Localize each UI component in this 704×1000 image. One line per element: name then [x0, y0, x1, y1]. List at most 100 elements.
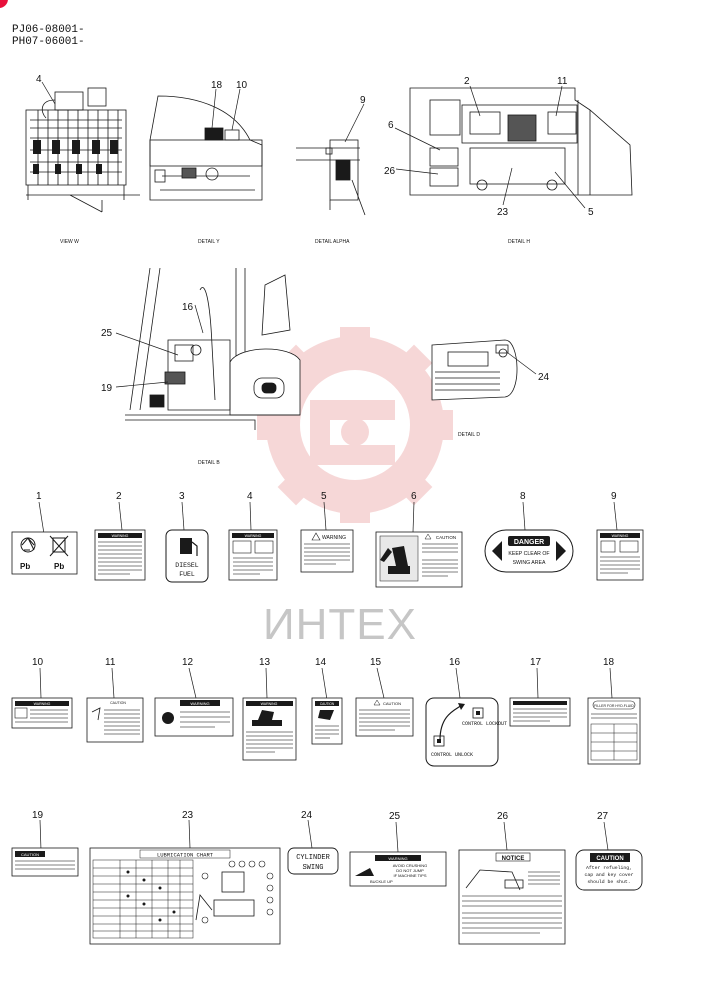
excavator-icon	[380, 546, 410, 574]
label-detail-y: DETAIL Y	[198, 239, 220, 245]
should-be-shut-text: should be shut.	[587, 879, 630, 885]
leader-part-25	[395, 821, 399, 853]
detail-b-operator-cab	[125, 267, 301, 430]
decal-9-heading: WARNING	[612, 534, 629, 538]
leader-6	[394, 127, 441, 151]
part-number-17: 17	[530, 657, 542, 668]
leader-part-26	[503, 821, 508, 851]
decal-2-warning: WARNING	[94, 529, 146, 581]
leader-23	[502, 167, 513, 206]
leader-5	[554, 171, 586, 209]
leader-part-3	[181, 501, 185, 531]
part-number-8: 8	[520, 491, 526, 502]
callout-2: 2	[464, 76, 470, 87]
decal-3-diesel-fuel: DIESEL FUEL	[165, 529, 209, 583]
diesel-label: DIESEL	[175, 562, 199, 569]
leader-19	[115, 381, 169, 388]
unlock-icon	[433, 735, 445, 747]
part-number-16: 16	[449, 657, 461, 668]
tipover-icon	[355, 868, 374, 876]
part-number-25: 25	[389, 811, 401, 822]
decal-1-recycle: Pb Pb	[11, 531, 78, 575]
decal-26-notice: NOTICE	[458, 849, 566, 945]
crossed-bin-icon	[49, 535, 69, 557]
cylinder-label: CYLINDER	[296, 854, 330, 862]
part-number-5: 5	[321, 491, 327, 502]
after-refueling-text: After refueling,	[586, 865, 632, 871]
part-number-27: 27	[597, 811, 609, 822]
label-detail-alpha: DETAIL ALPHA	[315, 239, 350, 245]
part-number-10: 10	[32, 657, 44, 668]
label-detail-d: DETAIL D	[458, 432, 480, 438]
leader-part-4	[249, 501, 252, 531]
part-number-12: 12	[182, 657, 194, 668]
decal-12-heading: WARNING	[190, 701, 209, 706]
leader-part-11	[111, 667, 115, 699]
decal-11-heading: CAUTION	[110, 701, 126, 705]
leader-part-19	[39, 819, 42, 851]
cap-and-key-text: cap and key cover	[585, 872, 634, 878]
decal-27-heading: CAUTION	[596, 856, 623, 862]
decal-25-heading: WARNING	[388, 856, 407, 861]
part-number-2: 2	[116, 491, 122, 502]
callout-11: 11	[557, 76, 568, 87]
pb-label-left: Pb	[20, 562, 30, 571]
leader-part-9	[613, 501, 618, 531]
part-number-14: 14	[315, 657, 327, 668]
decal-19-caution: CAUTION	[11, 847, 79, 877]
control-unlock-text: CONTROL UNLOCK	[431, 752, 473, 758]
decal-9-warning: WARNING	[596, 529, 644, 581]
decal-6-caution: CAUTION	[375, 531, 463, 588]
fuel-pump-icon	[180, 538, 198, 556]
leader-10	[231, 88, 241, 131]
leader-part-14	[321, 667, 328, 701]
view-w-control-valve	[25, 87, 140, 213]
callout-16: 16	[182, 302, 194, 313]
swing-area-line: SWING AREA	[513, 560, 546, 566]
detail-h-engine-compartment	[409, 87, 633, 196]
part-number-24: 24	[301, 810, 313, 821]
part-number-1: 1	[36, 491, 42, 502]
part-number-19: 19	[32, 810, 44, 821]
hand-crush-icon	[318, 710, 334, 720]
lubrication-heading: LUBRICATION CHART	[157, 852, 214, 859]
callout-6: 6	[388, 120, 394, 131]
detail-alpha-bracket	[296, 139, 366, 216]
avoid-crushing-text: AVOID CRUSHING	[393, 863, 428, 868]
label-view-w: VIEW W	[60, 239, 79, 245]
part-number-9: 9	[611, 491, 617, 502]
leader-part-8	[522, 501, 526, 531]
decal-4-heading: WARNING	[245, 534, 262, 538]
leader-part-12	[188, 667, 197, 699]
if-machine-tips-text: IF MACHINE TIPS	[393, 873, 426, 878]
leader-16	[194, 304, 204, 334]
part-number-6: 6	[411, 491, 417, 502]
keep-clear-line: KEEP CLEAR OF	[508, 551, 549, 557]
decal-5-heading: WARNING	[322, 535, 346, 541]
decal-6-heading: CAUTION	[436, 535, 456, 540]
label-detail-h: DETAIL H	[508, 239, 530, 245]
part-number-3: 3	[179, 491, 185, 502]
callout-18: 18	[211, 80, 223, 91]
excavator-icon-13	[252, 710, 282, 726]
danger-heading: DANGER	[514, 539, 544, 546]
decal-15-heading: CAUTION	[383, 701, 401, 706]
leader-part-15	[376, 667, 385, 699]
part-number-18: 18	[603, 657, 615, 668]
do-not-jump-text: DO NOT JUMP	[396, 868, 424, 873]
detail-y-seat-area	[149, 95, 263, 201]
part-number-11: 11	[105, 657, 116, 668]
part-number-23: 23	[182, 810, 194, 821]
callout-5: 5	[588, 207, 594, 218]
callout-10: 10	[236, 80, 248, 91]
decal-13-heading: WARNING	[261, 702, 278, 706]
decal-23-lubrication-chart: LUBRICATION CHART	[89, 847, 281, 945]
part-number-13: 13	[259, 657, 271, 668]
lubrication-excavator-icon	[195, 871, 255, 921]
leader-part-24	[307, 819, 313, 849]
bucket-position-icon	[465, 869, 524, 891]
leader-part-27	[603, 821, 609, 851]
serial-range-2: PH07-06001-	[12, 36, 85, 48]
callout-26: 26	[384, 166, 396, 177]
leader-part-16	[455, 667, 461, 699]
